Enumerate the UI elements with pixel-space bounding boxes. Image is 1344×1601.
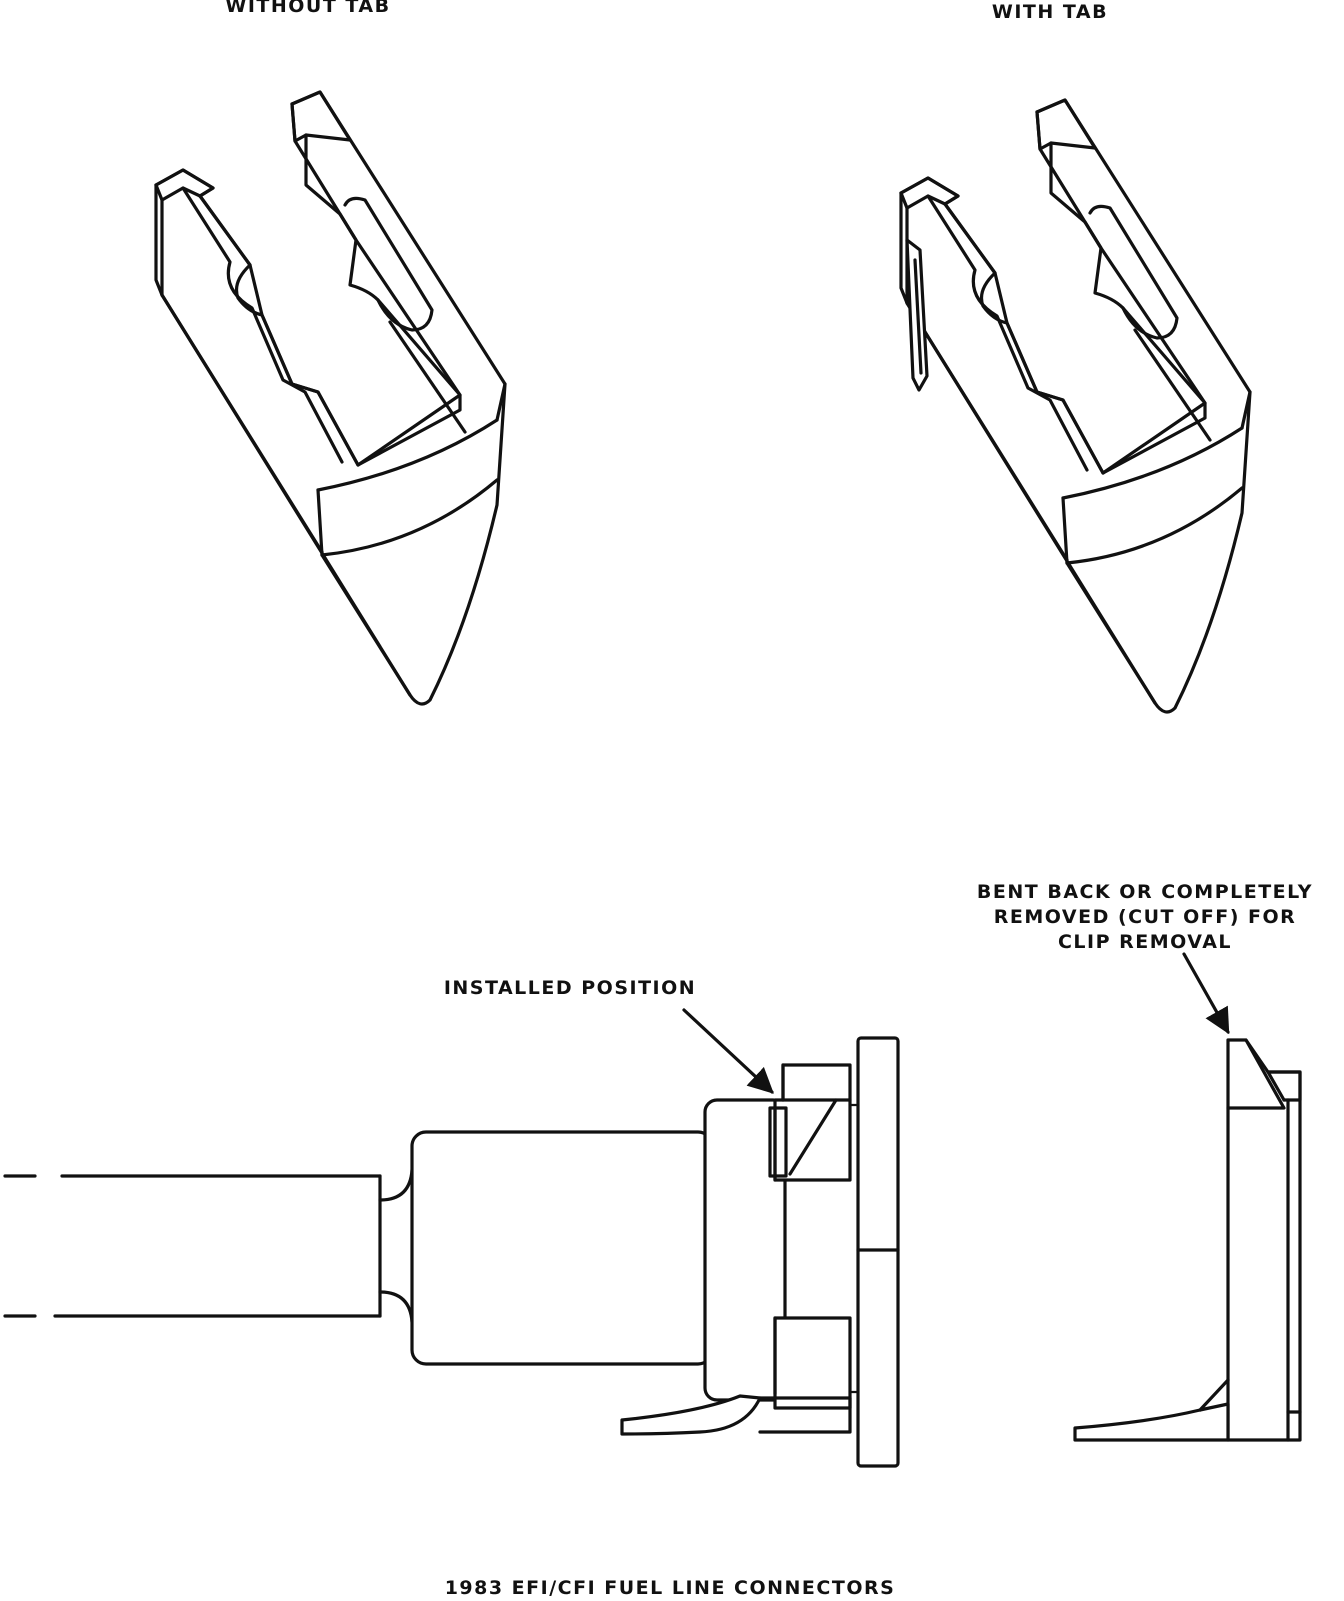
clip-without-tab xyxy=(154,90,507,706)
label-installed-position: INSTALLED POSITION xyxy=(443,977,697,999)
figure-caption: 1983 EFI/CFI FUEL LINE CONNECTORS xyxy=(444,1577,896,1599)
label-bent-back-line1: BENT BACK OR COMPLETELY xyxy=(976,881,1314,903)
arrow-bent-back xyxy=(1182,952,1230,1035)
clip-with-tab xyxy=(899,98,1252,714)
connector-assembly xyxy=(3,1036,900,1468)
label-without-tab: WITHOUT TAB xyxy=(225,0,391,17)
label-bent-back-line3: CLIP REMOVAL xyxy=(1057,931,1233,953)
label-with-tab: WITH TAB xyxy=(991,1,1109,23)
arrow-installed-position xyxy=(682,1008,774,1094)
label-bent-back-line2: REMOVED (CUT OFF) FOR xyxy=(993,906,1297,928)
label-bent-back: BENT BACK OR COMPLETELY REMOVED (CUT OFF… xyxy=(960,880,1330,955)
clip-side-view xyxy=(1073,1038,1302,1442)
